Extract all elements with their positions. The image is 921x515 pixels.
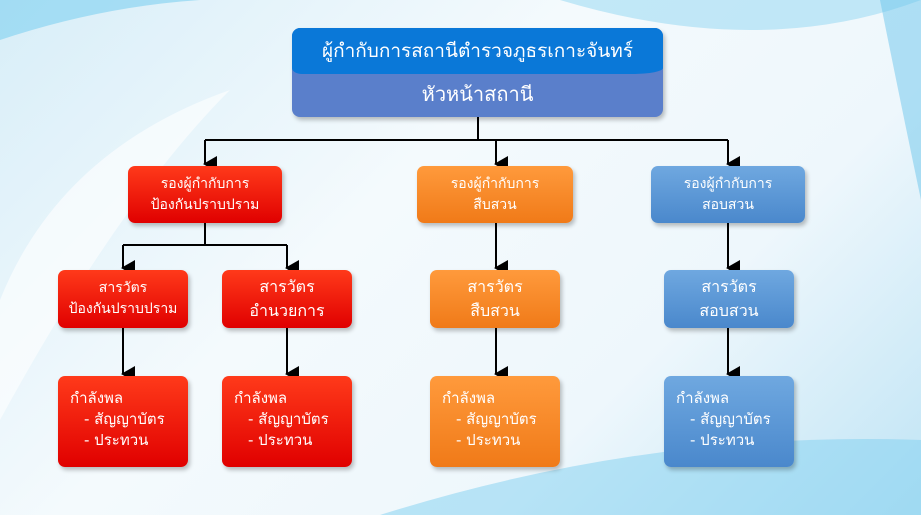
label: - สัญญาบัตร (456, 410, 537, 428)
label: อำนวยการ (249, 301, 325, 320)
label: ป้องกันปราบปราม (150, 196, 260, 213)
station-chief-box: ผู้กำกับการสถานีตำรวจภูธรเกาะจันทร์ หัวห… (292, 28, 663, 117)
personnel-box: กำลังพล - สัญญาบัตร - ประทวน (430, 376, 560, 467)
label: สารวัตร (259, 277, 315, 296)
label: รองผู้กำกับการ (160, 175, 250, 192)
personnel-box: กำลังพล - สัญญาบัตร - ประทวน (664, 376, 794, 467)
deputy-inquiry: รองผู้กำกับการสอบสวน (651, 166, 805, 223)
label: สืบสวน (470, 301, 520, 320)
label: กำลังพล (676, 389, 730, 407)
label: สอบสวน (702, 196, 754, 213)
inspector-investigation: สารวัตรสืบสวน (430, 270, 560, 328)
chief-title: ผู้กำกับการสถานีตำรวจภูธรเกาะจันทร์ (292, 28, 663, 74)
label: สารวัตร (98, 280, 148, 296)
label: - สัญญาบัตร (84, 410, 165, 428)
label: กำลังพล (70, 389, 124, 407)
label: รองผู้กำกับการ (683, 175, 773, 192)
label: กำลังพล (442, 389, 496, 407)
chief-subtitle: หัวหน้าสถานี (421, 82, 534, 106)
label: - ประทวน (84, 431, 149, 449)
personnel-box: กำลังพล - สัญญาบัตร - ประทวน (58, 376, 188, 467)
label: - ประทวน (456, 431, 521, 449)
label: สารวัตร (467, 277, 523, 296)
deputy-crime-prevention: รองผู้กำกับการป้องกันปราบปราม (128, 166, 282, 223)
personnel-box: กำลังพล - สัญญาบัตร - ประทวน (222, 376, 352, 467)
label: รองผู้กำกับการ (450, 175, 540, 192)
label: กำลังพล (234, 389, 288, 407)
label: - ประทวน (248, 431, 313, 449)
label: สอบสวน (699, 301, 759, 320)
label: สารวัตร (701, 277, 757, 296)
label: สืบสวน (473, 196, 517, 213)
inspector-administration: สารวัตรอำนวยการ (222, 270, 352, 328)
label: ป้องกันปราบปราม (68, 301, 178, 317)
label: - สัญญาบัตร (248, 410, 329, 428)
inspector-crime-prevention: สารวัตรป้องกันปราบปราม (58, 270, 188, 328)
deputy-investigation: รองผู้กำกับการสืบสวน (417, 166, 573, 223)
label: - ประทวน (690, 431, 755, 449)
label: - สัญญาบัตร (690, 410, 771, 428)
inspector-inquiry: สารวัตรสอบสวน (664, 270, 794, 328)
